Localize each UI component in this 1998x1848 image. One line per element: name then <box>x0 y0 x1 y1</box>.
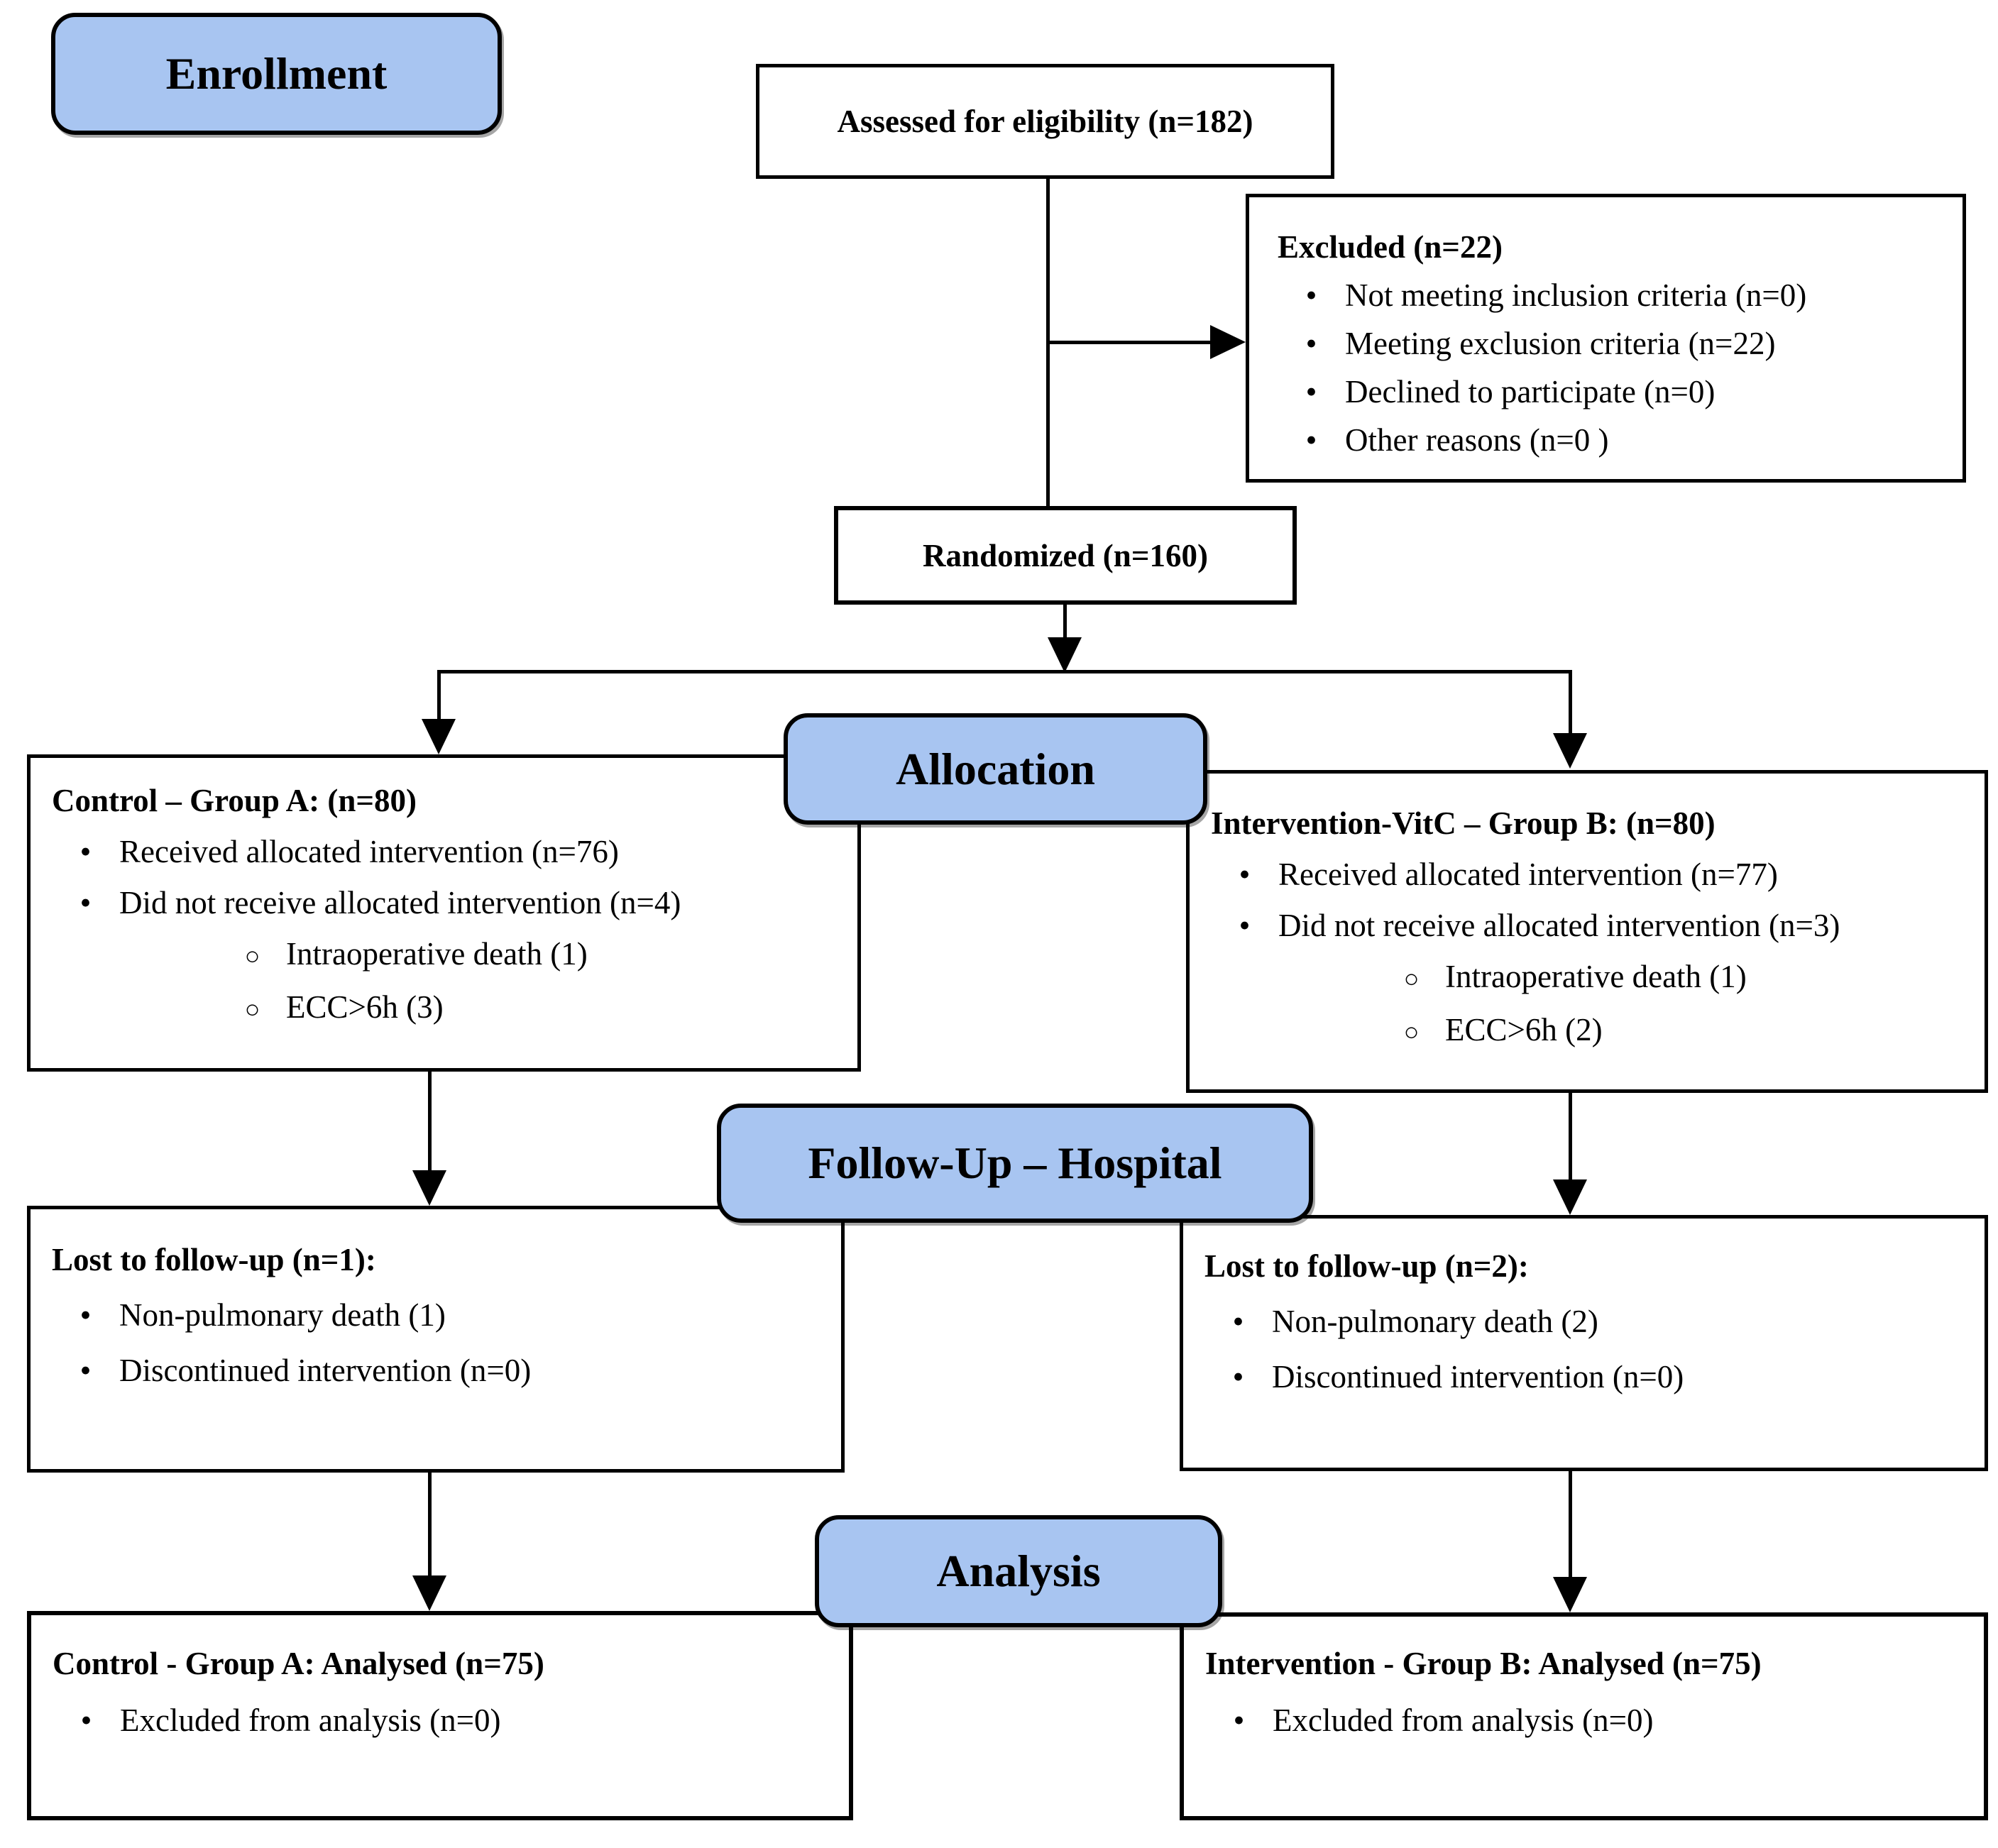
stage-followup-pill: Follow-Up – Hospital <box>717 1104 1313 1223</box>
stage-analysis-label: Analysis <box>936 1546 1101 1596</box>
bullet-icon: • <box>1232 1359 1244 1395</box>
stage-allocation-pill: Allocation <box>784 713 1207 825</box>
group-b-subbullet: Intraoperative death (1) <box>1445 959 1747 994</box>
list-item: • Excluded from analysis (n=0) <box>1205 1692 1977 1749</box>
arrowhead-excluded-icon <box>1210 325 1246 359</box>
randomized-text: Randomized (n=160) <box>923 537 1208 573</box>
connector-group-a-to-followup <box>428 1072 432 1171</box>
excluded-title: Excluded (n=22) <box>1278 229 1503 265</box>
list-item: • Did not receive allocated intervention… <box>1211 900 1977 951</box>
analysed-b-title: Intervention - Group B: Analysed (n=75) <box>1205 1646 1762 1681</box>
bullet-icon: • <box>79 1353 92 1388</box>
arrowhead-lost-b-icon <box>1553 1179 1587 1215</box>
list-item: • Discontinued intervention (n=0) <box>1204 1349 1977 1404</box>
lost-a-bullet: Non-pulmonary death (1) <box>119 1297 446 1333</box>
assessed-text: Assessed for eligibility (n=182) <box>837 104 1253 139</box>
excluded-bullet: Other reasons (n=0 ) <box>1345 422 1609 458</box>
arrowhead-analysed-a-icon <box>412 1575 446 1611</box>
arrowhead-lost-a-icon <box>412 1170 446 1206</box>
bullet-icon: • <box>80 1703 92 1738</box>
analysed-a-bullet: Excluded from analysis (n=0) <box>120 1703 501 1738</box>
list-item: • Non-pulmonary death (1) <box>52 1287 834 1343</box>
arrowhead-analysed-b-icon <box>1553 1577 1587 1612</box>
bullet-icon: • <box>1305 326 1317 361</box>
group-a-subbullet: Intraoperative death (1) <box>286 936 588 972</box>
connector-lost-b-to-analysis <box>1569 1471 1572 1578</box>
group-b-box: Intervention-VitC – Group B: (n=80) • Re… <box>1186 770 1988 1093</box>
list-item: • Received allocated intervention (n=76) <box>52 826 850 877</box>
bullet-icon: • <box>79 885 92 920</box>
list-item: ○ Intraoperative death (1) <box>1211 951 1977 1004</box>
circle-bullet-icon: ○ <box>244 995 260 1023</box>
assessed-box: Assessed for eligibility (n=182) <box>756 64 1334 179</box>
stage-allocation-label: Allocation <box>896 743 1095 794</box>
stage-enrollment-pill: Enrollment <box>51 13 502 135</box>
connector-to-excluded <box>1048 341 1212 344</box>
group-a-subbullet: ECC>6h (3) <box>286 989 444 1025</box>
circle-bullet-icon: ○ <box>1403 1018 1420 1046</box>
lost-b-bullet: Non-pulmonary death (2) <box>1272 1304 1598 1339</box>
group-a-box: Control – Group A: (n=80) • Received all… <box>27 754 861 1072</box>
group-b-subbullet: ECC>6h (2) <box>1445 1012 1603 1047</box>
list-item: • Did not receive allocated intervention… <box>52 877 850 928</box>
excluded-bullet: Meeting exclusion criteria (n=22) <box>1345 326 1776 361</box>
list-item: ○ ECC>6h (3) <box>52 981 850 1035</box>
list-item: • Declined to participate (n=0) <box>1278 368 1948 416</box>
circle-bullet-icon: ○ <box>1403 964 1420 993</box>
group-a-title: Control – Group A: (n=80) <box>52 783 417 818</box>
lost-a-box: Lost to follow-up (n=1): • Non-pulmonary… <box>27 1206 845 1473</box>
excluded-bullet: Declined to participate (n=0) <box>1345 374 1716 409</box>
randomized-box: Randomized (n=160) <box>834 506 1297 605</box>
bullet-icon: • <box>1232 1304 1244 1339</box>
lost-a-bullet: Discontinued intervention (n=0) <box>119 1353 532 1388</box>
list-item: • Other reasons (n=0 ) <box>1278 416 1948 464</box>
stage-analysis-pill: Analysis <box>815 1515 1222 1627</box>
arrowhead-group-b-icon <box>1553 733 1587 769</box>
list-item: ○ Intraoperative death (1) <box>52 928 850 981</box>
excluded-box: Excluded (n=22) • Not meeting inclusion … <box>1246 194 1966 483</box>
connector-branch-left <box>437 670 441 720</box>
bullet-icon: • <box>1305 277 1317 313</box>
arrowhead-group-a-icon <box>422 719 456 754</box>
bullet-icon: • <box>1305 422 1317 458</box>
analysed-b-bullet: Excluded from analysis (n=0) <box>1273 1703 1654 1738</box>
arrowhead-branch-icon <box>1048 637 1082 673</box>
list-item: • Not meeting inclusion criteria (n=0) <box>1278 271 1948 319</box>
bullet-icon: • <box>1305 374 1317 409</box>
connector-branch-line <box>437 670 1572 673</box>
group-a-bullet: Received allocated intervention (n=76) <box>119 834 619 869</box>
analysed-a-title: Control - Group A: Analysed (n=75) <box>53 1646 544 1681</box>
circle-bullet-icon: ○ <box>244 942 260 970</box>
list-item: • Non-pulmonary death (2) <box>1204 1294 1977 1349</box>
bullet-icon: • <box>1239 857 1251 892</box>
lost-b-title: Lost to follow-up (n=2): <box>1204 1248 1529 1284</box>
bullet-icon: • <box>1239 908 1251 943</box>
group-b-bullet: Did not receive allocated intervention (… <box>1278 908 1840 943</box>
lost-b-bullet: Discontinued intervention (n=0) <box>1272 1359 1684 1395</box>
analysed-b-box: Intervention - Group B: Analysed (n=75) … <box>1180 1612 1988 1820</box>
list-item: • Discontinued intervention (n=0) <box>52 1343 834 1398</box>
list-item: • Excluded from analysis (n=0) <box>53 1692 842 1749</box>
excluded-bullet: Not meeting inclusion criteria (n=0) <box>1345 277 1807 313</box>
stage-enrollment-label: Enrollment <box>165 48 388 99</box>
lost-a-title: Lost to follow-up (n=1): <box>52 1242 376 1277</box>
bullet-icon: • <box>1233 1703 1245 1738</box>
connector-branch-right <box>1569 670 1572 734</box>
list-item: • Received allocated intervention (n=77) <box>1211 849 1977 900</box>
group-a-bullet: Did not receive allocated intervention (… <box>119 885 681 920</box>
connector-randomized-to-branch <box>1063 605 1067 642</box>
analysed-a-box: Control - Group A: Analysed (n=75) • Exc… <box>27 1611 853 1820</box>
list-item: ○ ECC>6h (2) <box>1211 1004 1977 1057</box>
connector-group-b-to-followup <box>1569 1093 1572 1180</box>
stage-followup-label: Follow-Up – Hospital <box>808 1138 1222 1188</box>
bullet-icon: • <box>79 834 92 869</box>
connector-lost-a-to-analysis <box>428 1473 432 1576</box>
lost-b-box: Lost to follow-up (n=2): • Non-pulmonary… <box>1180 1215 1988 1471</box>
list-item: • Meeting exclusion criteria (n=22) <box>1278 319 1948 368</box>
group-b-title: Intervention-VitC – Group B: (n=80) <box>1211 805 1716 841</box>
group-b-bullet: Received allocated intervention (n=77) <box>1278 857 1778 892</box>
bullet-icon: • <box>79 1297 92 1333</box>
